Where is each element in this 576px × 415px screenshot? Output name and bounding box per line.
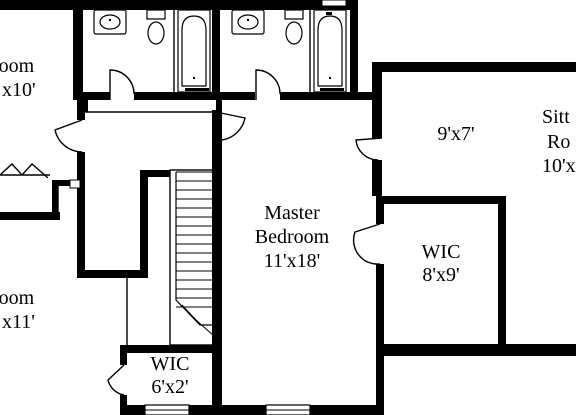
- bedroom-a-size: x10': [2, 79, 36, 101]
- bedroom-a-name: room: [0, 55, 35, 77]
- sitting-room-size: 10'x: [542, 155, 576, 177]
- bedroom-b-name: room: [0, 287, 35, 309]
- stair-winder: [181, 304, 215, 337]
- sitting-room-name-line2: Ro: [547, 131, 570, 153]
- room-labels: room x10' room x11' Master Bedroom 11'x1…: [0, 55, 576, 398]
- wic-large-name: WIC: [422, 241, 461, 263]
- wall-details: [0, 10, 311, 346]
- bathroom-fixtures: [93, 9, 347, 93]
- staircase: [175, 171, 215, 337]
- master-bedroom-name-line2: Bedroom: [255, 226, 330, 248]
- wic-small-name: WIC: [151, 353, 190, 375]
- master-bedroom-size: 11'x18': [264, 250, 320, 272]
- wic-small-size: 6'x2': [151, 376, 188, 398]
- stair-rail: [175, 172, 214, 326]
- doors: [0, 0, 383, 415]
- bedroom-b-size: x11': [2, 311, 35, 333]
- wic-large-size: 8'x9': [422, 264, 459, 286]
- master-bedroom-name-line1: Master: [264, 202, 320, 224]
- sitting-room-name-line1: Sitt: [542, 106, 570, 128]
- nook-size: 9'x7': [437, 123, 474, 145]
